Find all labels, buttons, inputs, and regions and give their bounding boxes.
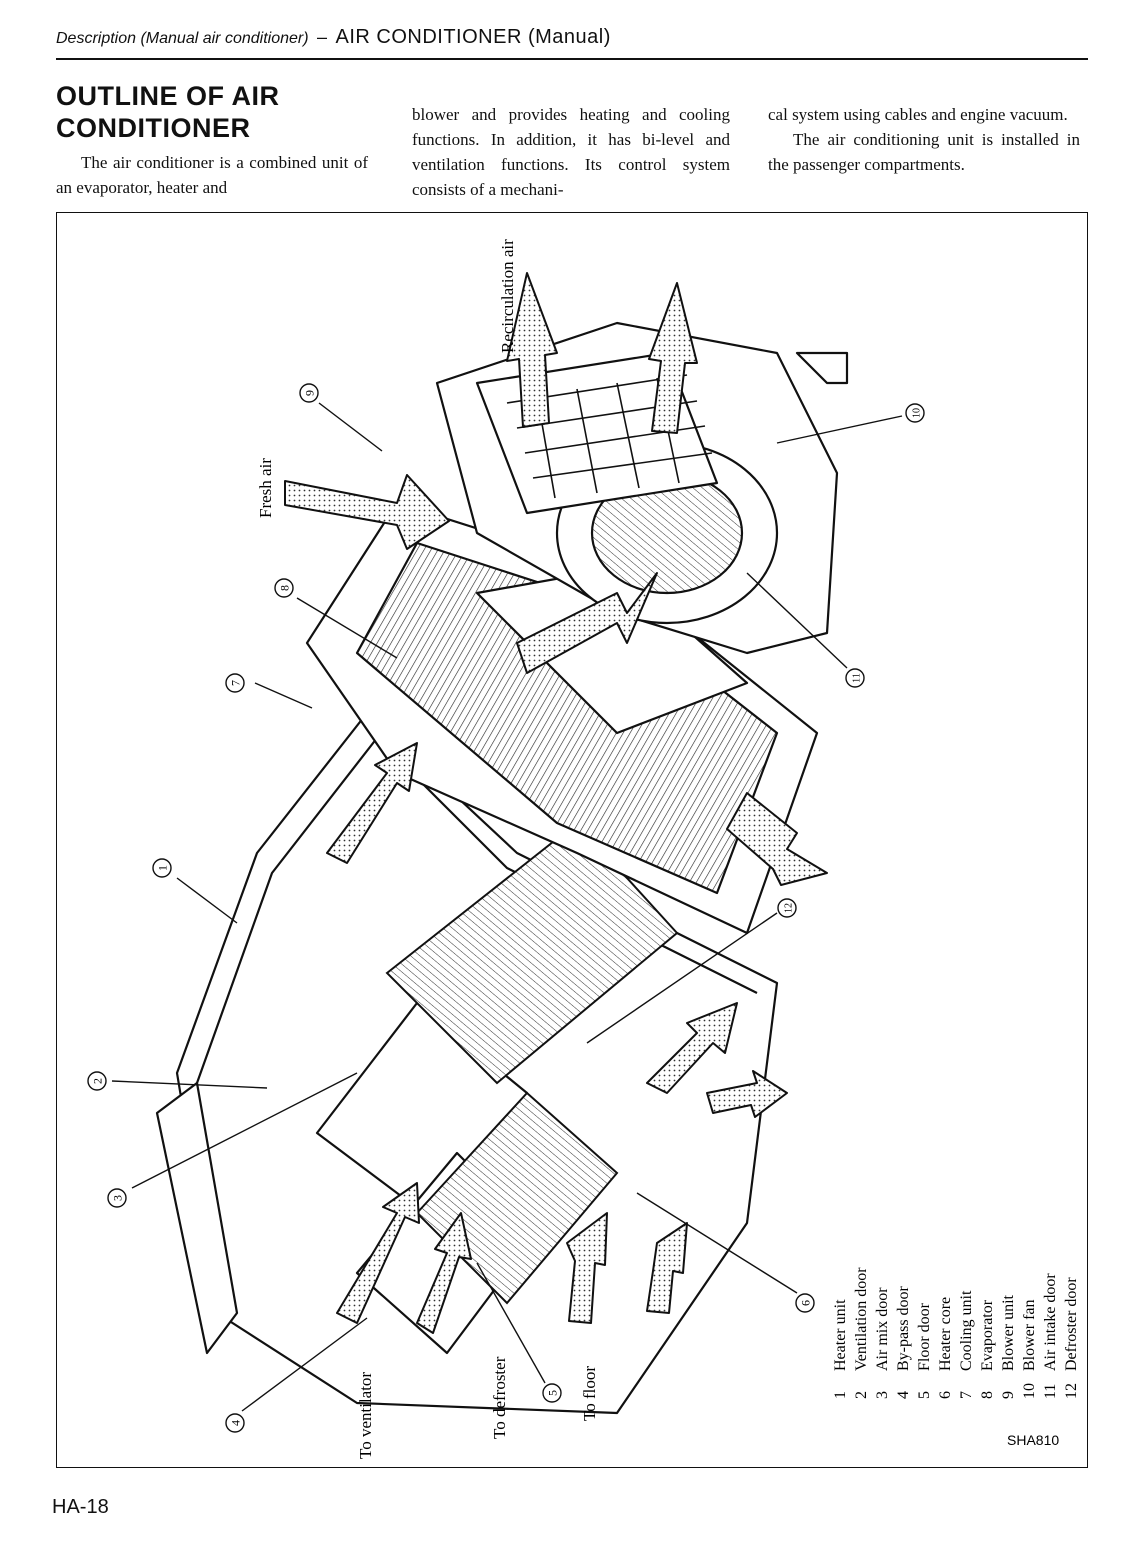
paragraph-3a: cal system using cables and engine vacuu… — [768, 105, 1068, 124]
legend-label: Air mix door — [874, 1287, 891, 1371]
paragraph-3b: The air conditioning unit is installed i… — [768, 130, 1080, 174]
callout-circle — [845, 668, 865, 688]
legend-label: Heater unit — [832, 1299, 849, 1371]
callout-circle — [87, 1071, 107, 1091]
section-crumb: Description (Manual air conditioner) — [56, 30, 309, 47]
callout-10: 10 — [905, 403, 925, 423]
callout-number: 12 — [784, 903, 795, 913]
label-to-ventilator: To ventilator — [356, 1372, 375, 1459]
figure-code: SHA810 — [1007, 1432, 1059, 1448]
label-fresh-air: Fresh air — [256, 458, 275, 518]
legend-label: By-pass door — [895, 1285, 912, 1371]
legend-number: 7 — [958, 1391, 975, 1399]
callout-number: 10 — [912, 408, 923, 418]
header-separator: – — [317, 27, 328, 47]
callout-3: 3 — [107, 1188, 127, 1208]
callout-11: 11 — [845, 668, 865, 688]
page-number: HA-18 — [52, 1496, 109, 1518]
callout-12: 12 — [777, 898, 797, 918]
airflow-arrows — [284, 272, 828, 1334]
callout-2: 2 — [87, 1071, 107, 1091]
heading-line-1: OUTLINE OF AIR — [56, 81, 280, 111]
callout-circle — [274, 578, 294, 598]
callout-number: 7 — [229, 680, 243, 686]
callout-8: 8 — [274, 578, 294, 598]
legend-label: Blower unit — [1000, 1294, 1017, 1371]
heading-line-2: CONDITIONER — [56, 113, 251, 143]
callout-9: 9 — [299, 383, 319, 403]
legend-number: 4 — [895, 1391, 912, 1399]
text-column-2: blower and provides heating and cooling … — [412, 102, 730, 202]
unit-illustration — [111, 272, 903, 1415]
legend-number: 10 — [1021, 1383, 1038, 1399]
header-rule — [56, 58, 1088, 60]
parts-legend: 1 Heater unit 2 Ventilation door 3 Air mix do… — [832, 1267, 1080, 1399]
callout-circle — [225, 673, 245, 693]
callout-1: 1 — [152, 858, 172, 878]
callout-number: 9 — [303, 390, 317, 396]
legend-label: Cooling unit — [958, 1290, 975, 1371]
callout-4: 4 — [225, 1413, 245, 1433]
legend-number: 3 — [874, 1391, 891, 1399]
callout-circle — [107, 1188, 127, 1208]
callout-7: 7 — [225, 673, 245, 693]
legend-number: 11 — [1042, 1384, 1059, 1399]
legend-number: 9 — [1000, 1391, 1017, 1399]
callout-number: 5 — [546, 1390, 560, 1396]
running-head: Description (Manual air conditioner) – A… — [56, 26, 1086, 58]
section-title: AIR CONDITIONER (Manual) — [335, 26, 611, 48]
legend-number: 1 — [832, 1391, 849, 1399]
callout-circle — [152, 858, 172, 878]
leader-lines — [111, 402, 903, 1412]
callout-circle — [225, 1413, 245, 1433]
callout-number: 6 — [799, 1300, 813, 1306]
text-column-1: The air conditioner is a combined unit o… — [56, 150, 368, 200]
legend-label: Heater core — [937, 1297, 954, 1371]
cooling-unit — [305, 501, 819, 935]
label-to-floor: To floor — [580, 1366, 599, 1421]
legend-label: Ventilation door — [853, 1267, 870, 1371]
callout-number: 8 — [278, 585, 292, 591]
label-to-defroster: To defroster — [490, 1356, 509, 1439]
legend-label: Air intake door — [1042, 1273, 1059, 1371]
callout-number: 11 — [852, 673, 863, 683]
label-recirculation-air: Recirculation air — [498, 239, 517, 353]
callout-number: 3 — [111, 1195, 125, 1201]
callout-circle — [299, 383, 319, 403]
legend-number: 6 — [937, 1391, 954, 1399]
callout-6: 6 — [795, 1293, 815, 1313]
callout-5: 5 — [542, 1383, 562, 1403]
paragraph-2: blower and provides heating and cooling … — [412, 105, 730, 199]
legend-label: Evaporator — [979, 1299, 996, 1371]
legend-number: 8 — [979, 1391, 996, 1399]
legend-number: 5 — [916, 1391, 933, 1399]
callout-circle — [795, 1293, 815, 1313]
legend-label: Blower fan — [1021, 1299, 1038, 1371]
callout-number: 1 — [156, 865, 170, 871]
article-heading: OUTLINE OF AIR CONDITIONER — [56, 80, 376, 144]
legend-number: 2 — [853, 1391, 870, 1399]
callout-circle — [905, 403, 925, 423]
legend-label: Floor door — [916, 1302, 933, 1371]
callout-number: 4 — [229, 1420, 243, 1426]
paragraph-1: The air conditioner is a combined unit o… — [56, 153, 368, 197]
text-column-3: cal system using cables and engine vacuu… — [768, 102, 1080, 177]
callout-circle — [542, 1383, 562, 1403]
legend-number: 12 — [1063, 1383, 1080, 1399]
callout-number: 2 — [91, 1078, 105, 1084]
callout-circle — [777, 898, 797, 918]
legend-label: Defroster door — [1063, 1277, 1080, 1371]
